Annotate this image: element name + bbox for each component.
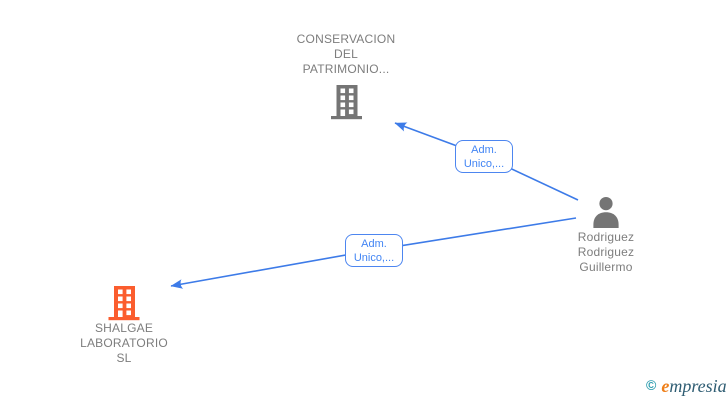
edge-label-line: Adm. [361, 238, 387, 250]
node-label-line: PATRIMONIO... [302, 62, 390, 76]
empresia-logo: ©empresia [646, 376, 728, 398]
edge-label-adm-unico-top[interactable]: Adm. Unico,... [455, 140, 513, 173]
node-label-line: Guillermo [579, 260, 633, 274]
node-label-line: Rodriguez [577, 230, 635, 244]
brand-letter-e: e [661, 376, 670, 396]
edge-label-line: Unico,... [353, 252, 395, 264]
brand-rest-text: mpresia [669, 376, 727, 396]
node-label-line: LABORATORIO [80, 336, 168, 350]
node-person-rodriguez[interactable]: Rodriguez Rodriguez Guillermo [546, 195, 666, 277]
node-label: SHALGAE LABORATORIO SL [54, 321, 194, 366]
node-company-conservacion-del-patrimonio[interactable]: CONSERVACION DEL PATRIMONIO... [266, 32, 426, 124]
node-label-line: SHALGAE [94, 321, 154, 335]
empresia-brand-text: empresia [661, 376, 726, 396]
node-label-line: SL [116, 351, 132, 365]
node-label-line: CONSERVACION [296, 32, 396, 46]
building-icon [331, 85, 362, 120]
person-icon [593, 197, 619, 228]
copyright-icon: © [646, 377, 657, 393]
node-company-shalgae-laboratorio[interactable]: SHALGAE LABORATORIO SL [54, 284, 194, 372]
node-label-line: DEL [334, 47, 358, 61]
node-label: Rodriguez Rodriguez Guillermo [546, 230, 666, 275]
node-label-line: Rodriguez [577, 245, 635, 259]
edge-label-line: Unico,... [463, 158, 505, 170]
building-icon [108, 286, 140, 321]
edge-label-adm-unico-bottom[interactable]: Adm. Unico,... [345, 234, 403, 267]
node-label: CONSERVACION DEL PATRIMONIO... [266, 32, 426, 77]
edge-label-line: Adm. [471, 144, 497, 156]
